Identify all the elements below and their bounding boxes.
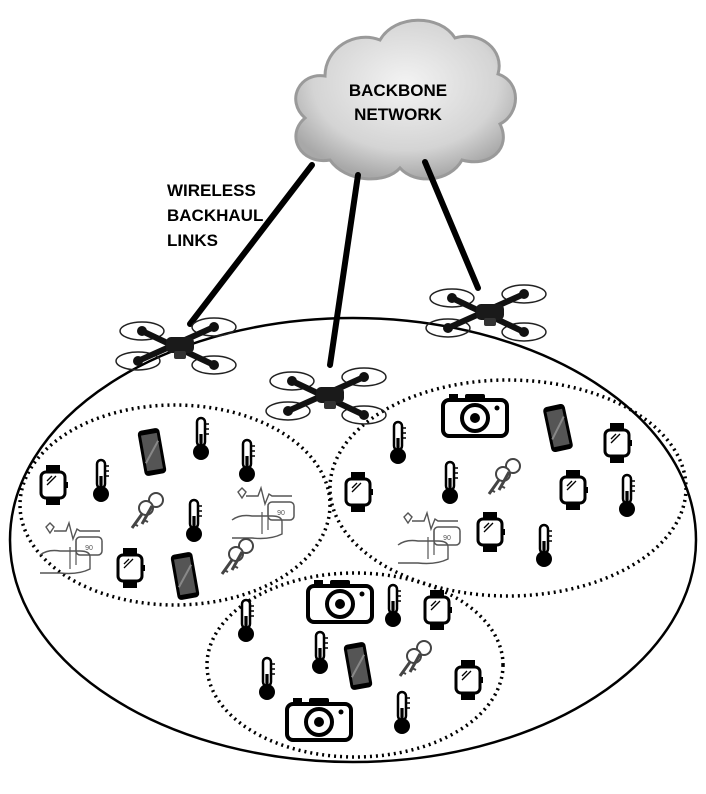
thermometer-icon [184,498,204,544]
coverage-area [8,316,698,764]
health-monitor-icon: 90 [397,512,461,565]
links-label-line2: BACKHAUL [167,206,263,225]
smartwatch-icon [559,468,590,512]
smartphone-icon [342,640,374,692]
keys-icon [398,639,433,678]
backhaul-link-left [187,162,315,327]
thermometer-icon [383,583,403,629]
smartphone-icon [136,426,168,478]
smartwatch-icon [476,510,507,554]
smartwatch-icon [344,470,375,514]
keys-icon [487,457,522,496]
thermometer-icon [310,630,330,676]
backhaul-link-right [422,159,481,291]
thermometer-icon [191,416,211,462]
cluster-right [328,378,688,598]
thermometer-icon [440,460,460,506]
backbone-cloud: BACKBONE NETWORK [294,18,517,181]
thermometer-icon [534,523,554,569]
thermometer-icon [388,420,408,466]
thermometer-icon [257,656,277,702]
thermometer-icon [392,690,412,736]
links-label-line1: WIRELESS [167,181,256,200]
backhaul-link-center [327,172,361,368]
health-monitor-icon: 90 [231,487,295,540]
drone-left [116,318,236,374]
health-monitor-icon: 90 [39,522,103,575]
thermometer-icon [237,438,257,484]
smartwatch-icon [116,546,147,590]
smartwatch-icon [603,421,634,465]
keys-icon [220,537,255,576]
svg-text:90: 90 [277,510,285,517]
cluster-bottom [205,571,505,759]
thermometer-icon [617,473,637,519]
backbone-label-line2: NETWORK [354,105,443,124]
thermometer-icon [91,458,111,504]
smartwatch-icon [423,588,454,632]
links-label-line3: LINKS [167,231,218,250]
drone-center [266,368,386,424]
backhaul-links [187,159,481,368]
smartphone-icon [541,402,575,454]
svg-text:90: 90 [85,545,93,552]
smartphone-icon [169,550,201,602]
camera-icon [285,696,353,742]
keys-icon [130,491,165,530]
camera-icon [306,578,374,624]
smartwatch-icon [454,658,485,702]
backbone-label-line1: BACKBONE [349,81,447,100]
camera-icon [441,392,509,438]
cluster-left [18,403,332,607]
svg-text:90: 90 [443,535,451,542]
drone-right [426,285,546,341]
smartwatch-icon [39,463,70,507]
